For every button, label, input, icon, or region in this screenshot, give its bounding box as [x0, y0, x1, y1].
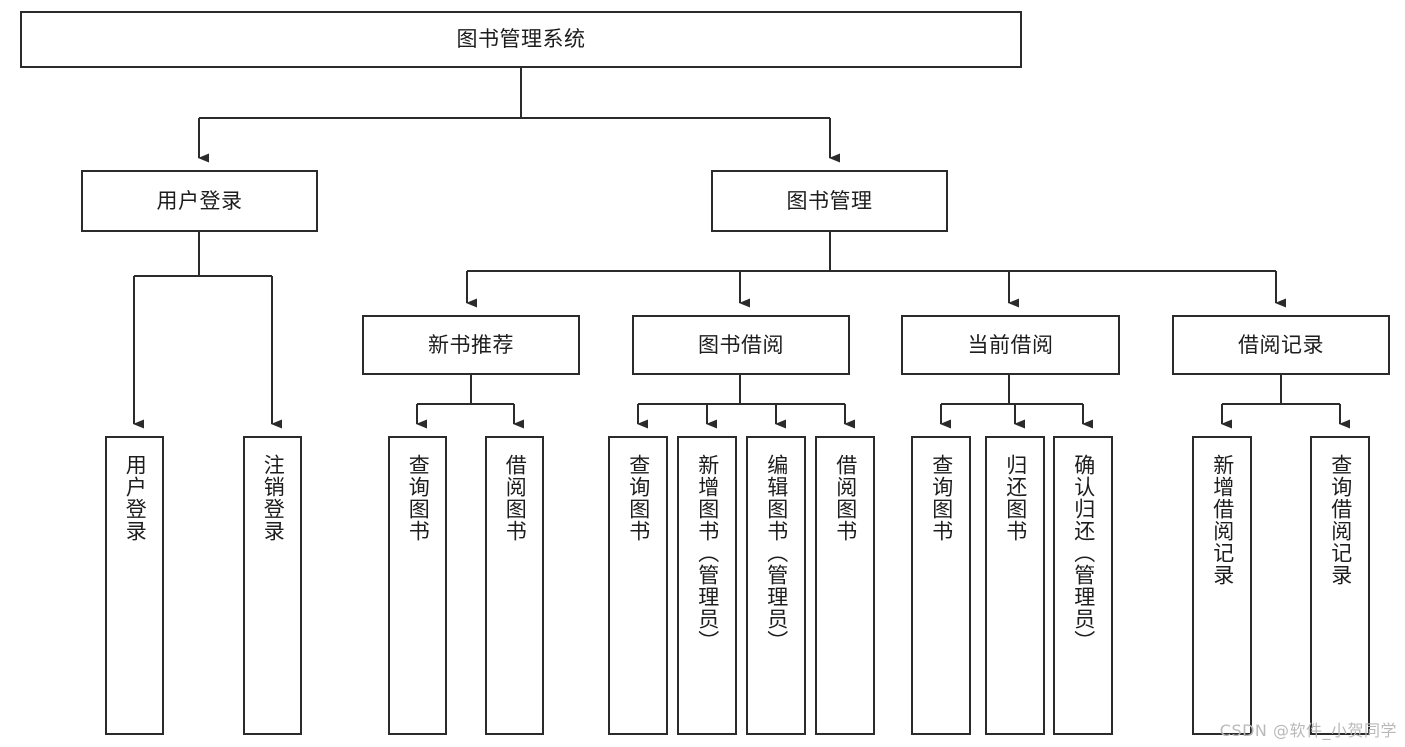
leaf-logout[interactable]: 注销登录 [243, 436, 302, 735]
node-current-borrow[interactable]: 当前借阅 [901, 315, 1120, 375]
node-borrow-record[interactable]: 借阅记录 [1172, 315, 1390, 375]
leaf-edit-book-label: 编辑图书（管理员） [764, 454, 789, 652]
leaf-query-book-current[interactable]: 查询图书 [911, 436, 971, 735]
node-new-book-rec-label: 新书推荐 [428, 332, 514, 357]
node-current-borrow-label: 当前借阅 [967, 332, 1054, 357]
leaf-borrow-book-rec-label: 借阅图书 [503, 454, 528, 542]
node-new-book-rec[interactable]: 新书推荐 [362, 315, 580, 375]
leaf-borrow-book-label: 借阅图书 [833, 454, 858, 542]
leaf-query-book-rec[interactable]: 查询图书 [388, 436, 447, 735]
leaf-add-book[interactable]: 新增图书（管理员） [677, 436, 737, 735]
leaf-query-book-borrow[interactable]: 查询图书 [608, 436, 668, 735]
leaf-query-book-rec-label: 查询图书 [406, 454, 431, 542]
node-book-manage[interactable]: 图书管理 [711, 170, 948, 232]
node-user-login[interactable]: 用户登录 [81, 170, 318, 232]
leaf-borrow-book-rec[interactable]: 借阅图书 [485, 436, 544, 735]
leaf-add-record-label: 新增借阅记录 [1210, 454, 1235, 586]
node-book-borrow-label: 图书借阅 [698, 332, 784, 357]
leaf-add-book-label: 新增图书（管理员） [695, 454, 720, 652]
leaf-user-login[interactable]: 用户登录 [105, 436, 164, 735]
node-book-borrow[interactable]: 图书借阅 [632, 315, 850, 375]
node-root[interactable]: 图书管理系统 [20, 11, 1022, 68]
leaf-query-record[interactable]: 查询借阅记录 [1310, 436, 1370, 735]
node-book-manage-label: 图书管理 [786, 188, 873, 213]
leaf-logout-label: 注销登录 [261, 454, 286, 542]
leaf-confirm-return-label: 确认归还（管理员） [1071, 454, 1096, 652]
leaf-return-book[interactable]: 归还图书 [985, 436, 1045, 735]
leaf-edit-book[interactable]: 编辑图书（管理员） [746, 436, 806, 735]
node-borrow-record-label: 借阅记录 [1238, 332, 1324, 357]
leaf-query-book-borrow-label: 查询图书 [626, 454, 651, 542]
node-root-label: 图书管理系统 [456, 27, 586, 52]
leaf-query-book-current-label: 查询图书 [929, 454, 954, 542]
leaf-borrow-book[interactable]: 借阅图书 [815, 436, 875, 735]
leaf-user-login-label: 用户登录 [123, 454, 148, 542]
leaf-confirm-return[interactable]: 确认归还（管理员） [1053, 436, 1113, 735]
leaf-return-book-label: 归还图书 [1003, 454, 1028, 542]
leaf-add-record[interactable]: 新增借阅记录 [1192, 436, 1252, 735]
csdn-watermark: CSDN @软件_小贺同学 [1219, 721, 1397, 740]
node-user-login-label: 用户登录 [156, 188, 243, 213]
leaf-query-record-label: 查询借阅记录 [1328, 454, 1353, 586]
